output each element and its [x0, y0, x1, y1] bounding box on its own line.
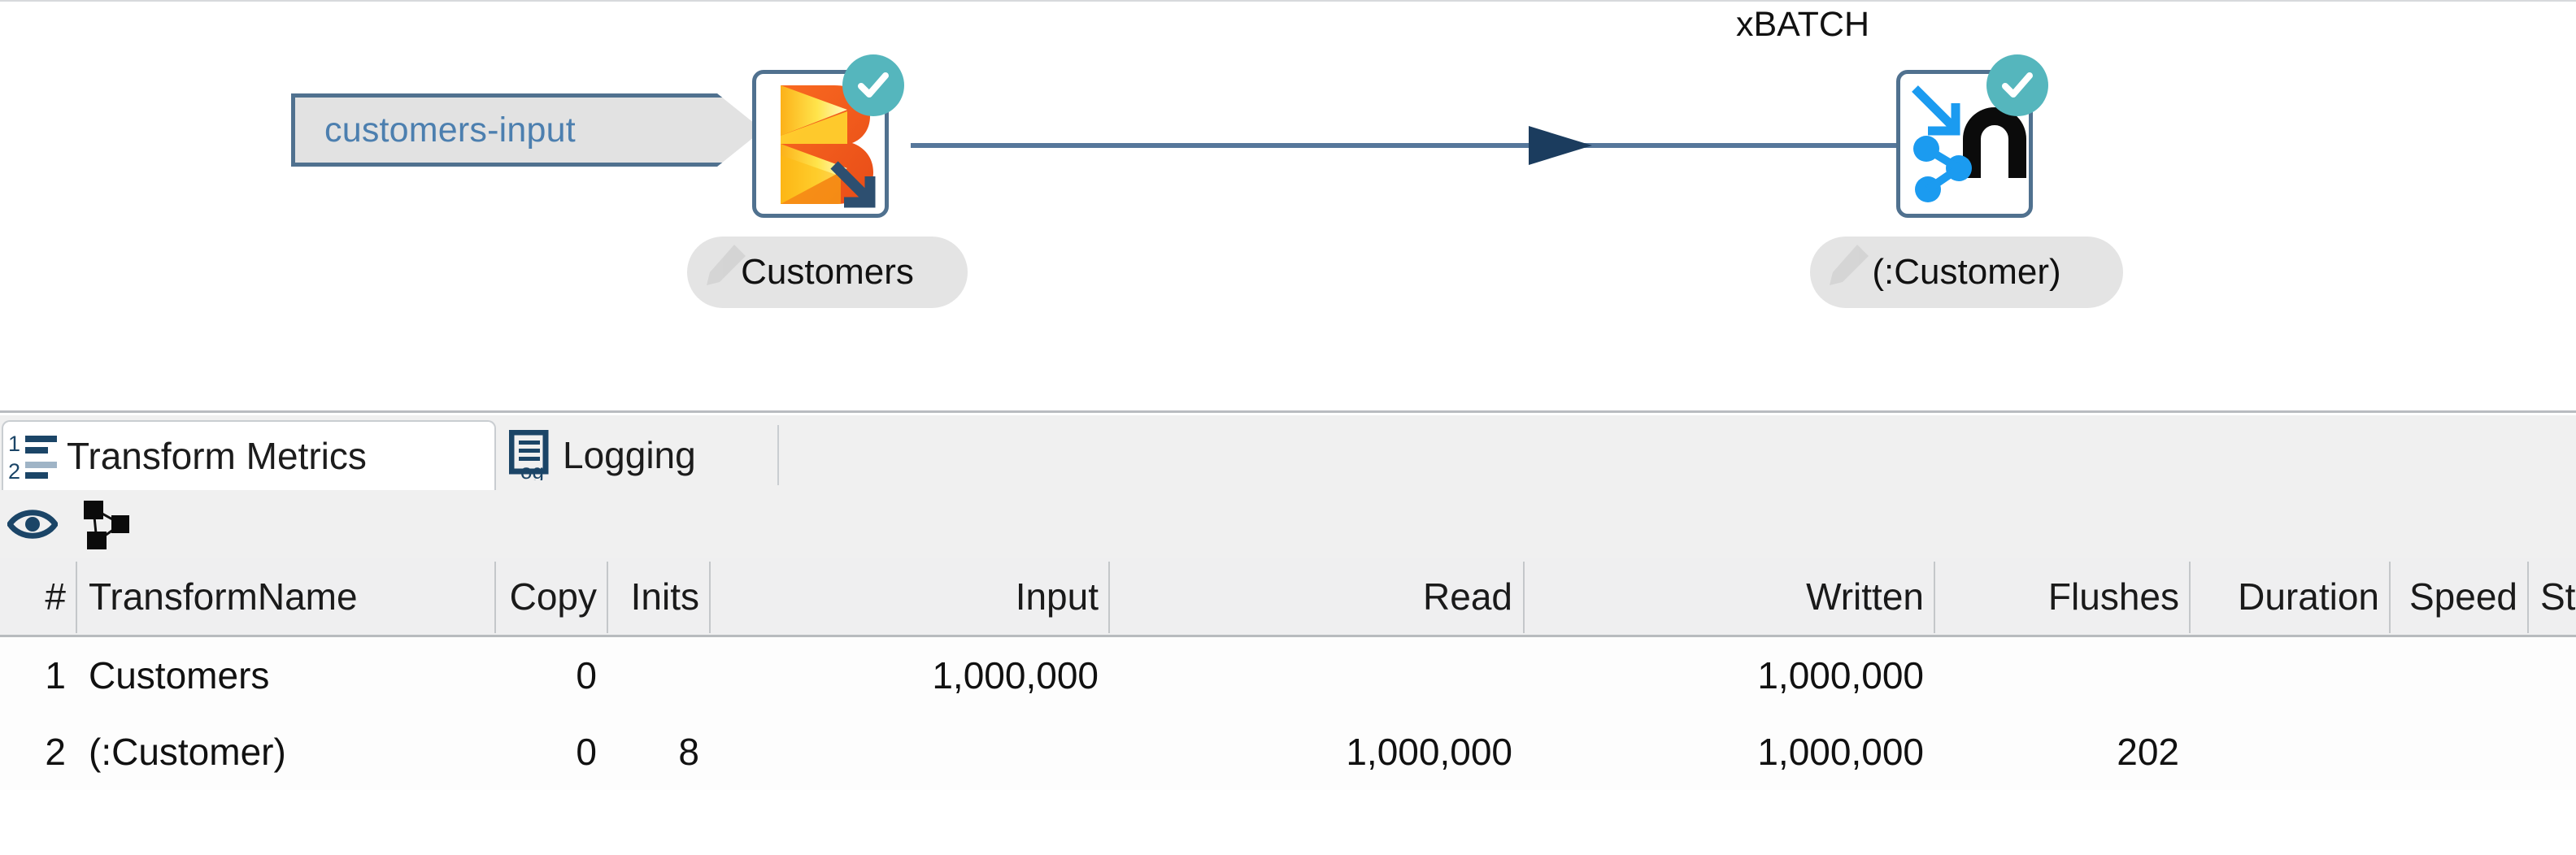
column-header-written[interactable]: Written [1806, 575, 1924, 618]
transform-customer-label: (:Customer) [1872, 252, 2061, 292]
cell-inits [608, 637, 709, 714]
cell-written: 1,000,000 [1757, 654, 1924, 697]
bottom-panel-tabstrip: 1 2 Transform Metrics og Logging [0, 415, 2576, 490]
input-node-label: customers-input [324, 110, 576, 150]
graph-nodes-icon [84, 501, 129, 549]
table-row[interactable]: 2 (:Customer) 0 8 1,000,000 1,000,000 20… [0, 714, 2576, 790]
pencil-edit-icon [707, 245, 746, 285]
cell-duration [2191, 637, 2389, 714]
column-header-name[interactable]: TransformName [89, 575, 358, 618]
cell-speed [2391, 714, 2527, 790]
column-header-speed[interactable]: Speed [2408, 575, 2517, 618]
transform-metrics-table[interactable]: # TransformName Copy Inits Input Read Wr… [0, 558, 2576, 855]
hop-arrow-icon [1529, 126, 1592, 165]
input-node-customers-input[interactable]: customers-input [291, 93, 763, 167]
cell-num: 2 [45, 731, 66, 773]
preview-button[interactable] [5, 497, 60, 552]
metrics-toolbar [0, 490, 2576, 558]
check-circle-icon [858, 72, 889, 98]
transform-customer-caption: xBATCH [1736, 5, 1870, 44]
pencil-edit-icon [1830, 245, 1869, 285]
transform-customers-label-pill[interactable]: Customers [687, 237, 968, 308]
tab-logging[interactable]: og Logging [504, 420, 772, 490]
tabstrip-divider [777, 425, 779, 485]
transform-node-customer-output[interactable] [1896, 54, 2048, 218]
column-divider[interactable] [2527, 562, 2529, 633]
column-divider[interactable] [1523, 562, 1525, 633]
svg-text:1: 1 [8, 432, 20, 456]
column-header-duration[interactable]: Duration [2238, 575, 2379, 618]
beam-b-logo-icon [781, 85, 876, 208]
cell-inits: 8 [678, 731, 699, 773]
cell-read [1110, 637, 1522, 714]
column-header-read[interactable]: Read [1423, 575, 1512, 618]
pipeline-canvas[interactable]: customers-input [0, 0, 2576, 413]
cell-flushes [1935, 637, 2189, 714]
cell-duration [2191, 714, 2389, 790]
transform-node-customers-icon-area [756, 74, 885, 214]
cell-flushes: 202 [2117, 731, 2179, 773]
column-divider[interactable] [607, 562, 608, 633]
hop-line[interactable] [911, 143, 2033, 148]
column-divider[interactable] [709, 562, 711, 633]
cell-status [2529, 714, 2576, 790]
column-header-inits[interactable]: Inits [630, 575, 699, 618]
column-header-status[interactable]: Status [2540, 575, 2576, 618]
transform-node-customer-icon-area [1900, 74, 2029, 214]
canvas-top-edge [0, 0, 2576, 2]
column-divider[interactable] [2189, 562, 2191, 633]
column-divider[interactable] [76, 562, 77, 633]
cell-status [2529, 637, 2576, 714]
transform-customer-label-pill[interactable]: (:Customer) [1810, 237, 2123, 308]
tab-transform-metrics[interactable]: 1 2 Transform Metrics [2, 420, 496, 490]
cell-input [711, 714, 1108, 790]
show-graph-button[interactable] [78, 497, 133, 552]
table-row[interactable]: 1 Customers 0 1,000,000 1,000,000 [0, 637, 2576, 714]
tab-logging-label: Logging [563, 434, 696, 476]
column-divider[interactable] [494, 562, 496, 633]
check-circle-icon [2002, 72, 2033, 98]
cell-speed [2391, 637, 2527, 714]
cell-copy: 0 [576, 731, 597, 773]
transform-customer-status-badge [1986, 54, 2048, 116]
column-header-copy[interactable]: Copy [509, 575, 597, 618]
column-header-input[interactable]: Input [1015, 575, 1099, 618]
transform-customers-label: Customers [741, 252, 914, 292]
column-header-flushes[interactable]: Flushes [2047, 575, 2179, 618]
cell-num: 1 [45, 654, 66, 697]
numbered-list-icon: 1 2 [8, 432, 57, 482]
cell-name: (:Customer) [89, 731, 286, 773]
cell-name: Customers [89, 654, 270, 697]
cell-copy: 0 [576, 654, 597, 697]
column-header-num[interactable]: # [45, 575, 66, 618]
cell-written: 1,000,000 [1757, 731, 1924, 773]
column-divider[interactable] [1108, 562, 1110, 633]
cell-read: 1,000,000 [1346, 731, 1512, 773]
svg-text:2: 2 [8, 459, 20, 482]
neo4j-graph-output-icon [1912, 85, 2026, 202]
transform-node-customers[interactable] [752, 54, 904, 218]
cell-input: 1,000,000 [932, 654, 1099, 697]
eye-icon [7, 510, 58, 539]
transform-customers-status-badge [842, 54, 904, 116]
log-document-icon: og [509, 430, 549, 480]
column-divider[interactable] [2389, 562, 2391, 633]
svg-text:og: og [520, 459, 544, 480]
column-divider[interactable] [1934, 562, 1935, 633]
table-header-row: # TransformName Copy Inits Input Read Wr… [0, 558, 2576, 637]
tab-transform-metrics-label: Transform Metrics [67, 435, 367, 477]
